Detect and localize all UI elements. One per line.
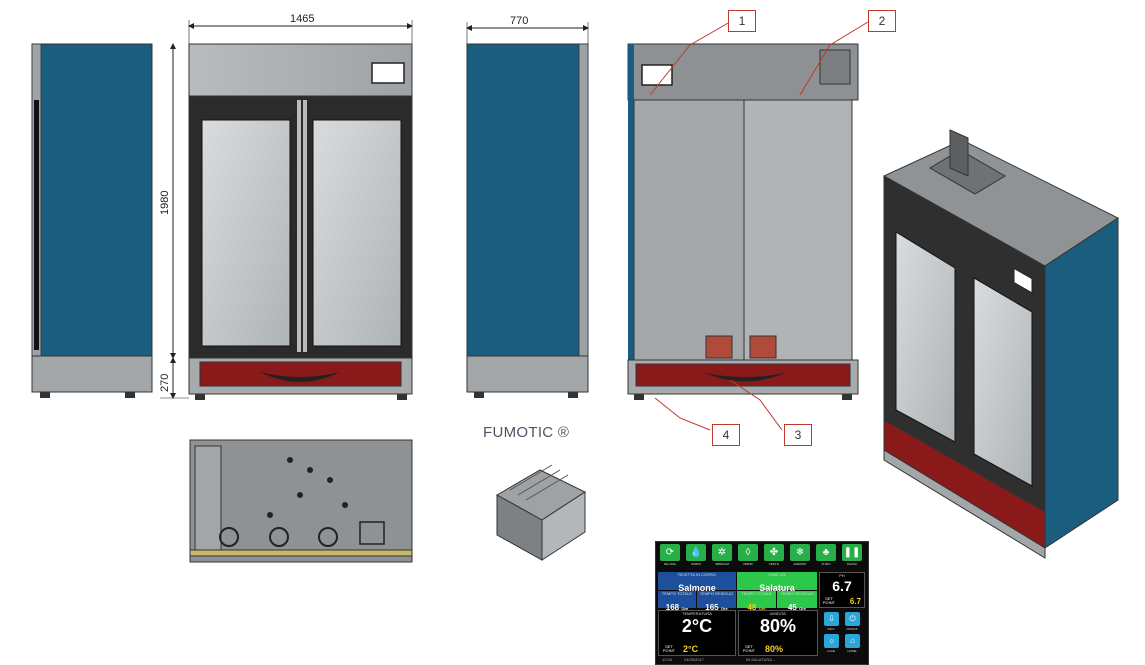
callout-3: 3 [784,424,812,446]
top-view [189,439,413,563]
callout-2: 2 [868,10,896,32]
ph-box[interactable]: pH 6.7 SET POINT 6.7 [819,572,865,608]
icon-label: DE-VMA [664,562,676,566]
temperature-value: 2°C [681,616,713,636]
recipe-label: RICETTA IN CORSO [678,572,716,577]
icon-label: SBRINAM [715,562,729,566]
light-button[interactable]: ☼ [824,634,839,648]
callout-4: 4 [712,424,740,446]
footer-status: IN SALATURA... [746,657,776,662]
time-label: TEMPO TOTALE [661,591,693,596]
icon-label: VENTIL [768,562,780,566]
humidity-label: UMIDITA' [769,611,787,616]
recipe-box[interactable]: RICETTA IN CORSO Salmone [658,572,736,593]
humidity-value: 80% [759,616,797,636]
icon-label: FUMO [821,562,831,566]
sanitize-icon[interactable]: ⟳ [660,544,680,561]
side-label: LUCE [826,649,835,653]
time-unit: Ore [681,606,689,611]
footer-date: 24/05/2017 [684,657,705,662]
recipe-value: Salmone [678,583,716,593]
ph-label: pH [839,573,845,578]
temperature-setpoint-label: SET POINT [662,644,676,653]
info-button[interactable]: ⇩ [824,612,839,626]
phase-total-time: TEMPO TOTALE 48 Ore [737,591,776,612]
time-value: 165 [705,603,719,612]
fumotic-unit [495,464,587,561]
isometric-view [882,129,1119,559]
power-button[interactable]: ⏻ [845,612,860,626]
icon-bar: ⟳ DE-VMA 💧 UMIDO ✲ SBRINAM ◊ UMIDIF ✤ VE… [656,542,868,570]
humidifier-icon[interactable]: ◊ [738,544,758,561]
side-view-right [466,22,589,398]
icon-label: PAUSA [847,562,857,566]
time-value: 48 [747,603,757,612]
temperature-box[interactable]: TEMPERATURA 2°C SET POINT 2°C [658,610,736,656]
ph-setpoint-value: 6.7 [849,597,861,606]
humidity-box[interactable]: UMIDITA' 80% SET POINT 80% [738,610,818,656]
front-view [160,20,413,400]
ph-setpoint-label: SET POINT [822,596,836,605]
time-unit: Ore [758,606,766,611]
side-label: INFO [827,627,835,631]
home-button[interactable]: ⌂ [845,634,860,648]
drop-icon[interactable]: 💧 [686,544,706,561]
footer-time: 12:00 [662,657,673,662]
temperature-setpoint-value: 2°C [683,644,699,654]
internal-view [627,21,869,431]
base-dim-label: 270 [159,374,171,392]
snowflake-icon[interactable]: ❄ [790,544,810,561]
recipe-total-time: TEMPO TOTALE 168 Ore [658,591,696,612]
fumotic-brand: FUMOTIC ® [483,424,570,441]
recipe-remaining-time: TEMPO RESIDUO 165 Ore [697,591,736,612]
smoke-tree-icon[interactable]: ♣ [816,544,836,561]
time-value: 168 [665,603,680,612]
icon-label: UMIDO [691,562,701,566]
icon-label: FREDDO [793,562,807,566]
fan-icon[interactable]: ✤ [764,544,784,561]
width-dim-label: 1465 [290,13,314,25]
temperature-label: TEMPERATURA [682,611,712,616]
time-label: TEMPO RESIDUO [780,591,814,596]
time-unit: Ore [720,606,728,611]
humidity-setpoint-value: 80% [765,644,784,654]
depth-dim-label: 770 [510,15,528,27]
icon-label: UMIDIF [742,562,754,566]
ph-value: 6.7 [832,578,852,594]
phase-label: FASE 1/3 [768,572,786,577]
phase-value: Salatura [759,583,795,593]
side-view-left [31,43,153,398]
phase-remaining-time: TEMPO RESIDUO 45 Ore [777,591,817,612]
pause-icon[interactable]: ❚❚ [842,544,862,561]
callout-1: 1 [728,10,756,32]
side-label: ON/OFF [846,627,858,631]
status-footer: 12:00 24/05/2017 IN SALATURA... [656,657,868,664]
time-label: TEMPO TOTALE [741,591,772,596]
time-value: 45 [787,603,797,612]
side-label: HOME [847,649,857,653]
control-panel: ⟳ DE-VMA 💧 UMIDO ✲ SBRINAM ◊ UMIDIF ✤ VE… [655,541,869,665]
humidity-setpoint-label: SET POINT [742,644,756,653]
time-label: TEMPO RESIDUO [699,591,734,596]
phase-box[interactable]: FASE 1/3 Salatura [737,572,817,593]
defrost-icon[interactable]: ✲ [712,544,732,561]
height-dim-label: 1980 [159,191,171,215]
time-unit: Ore [799,606,807,611]
